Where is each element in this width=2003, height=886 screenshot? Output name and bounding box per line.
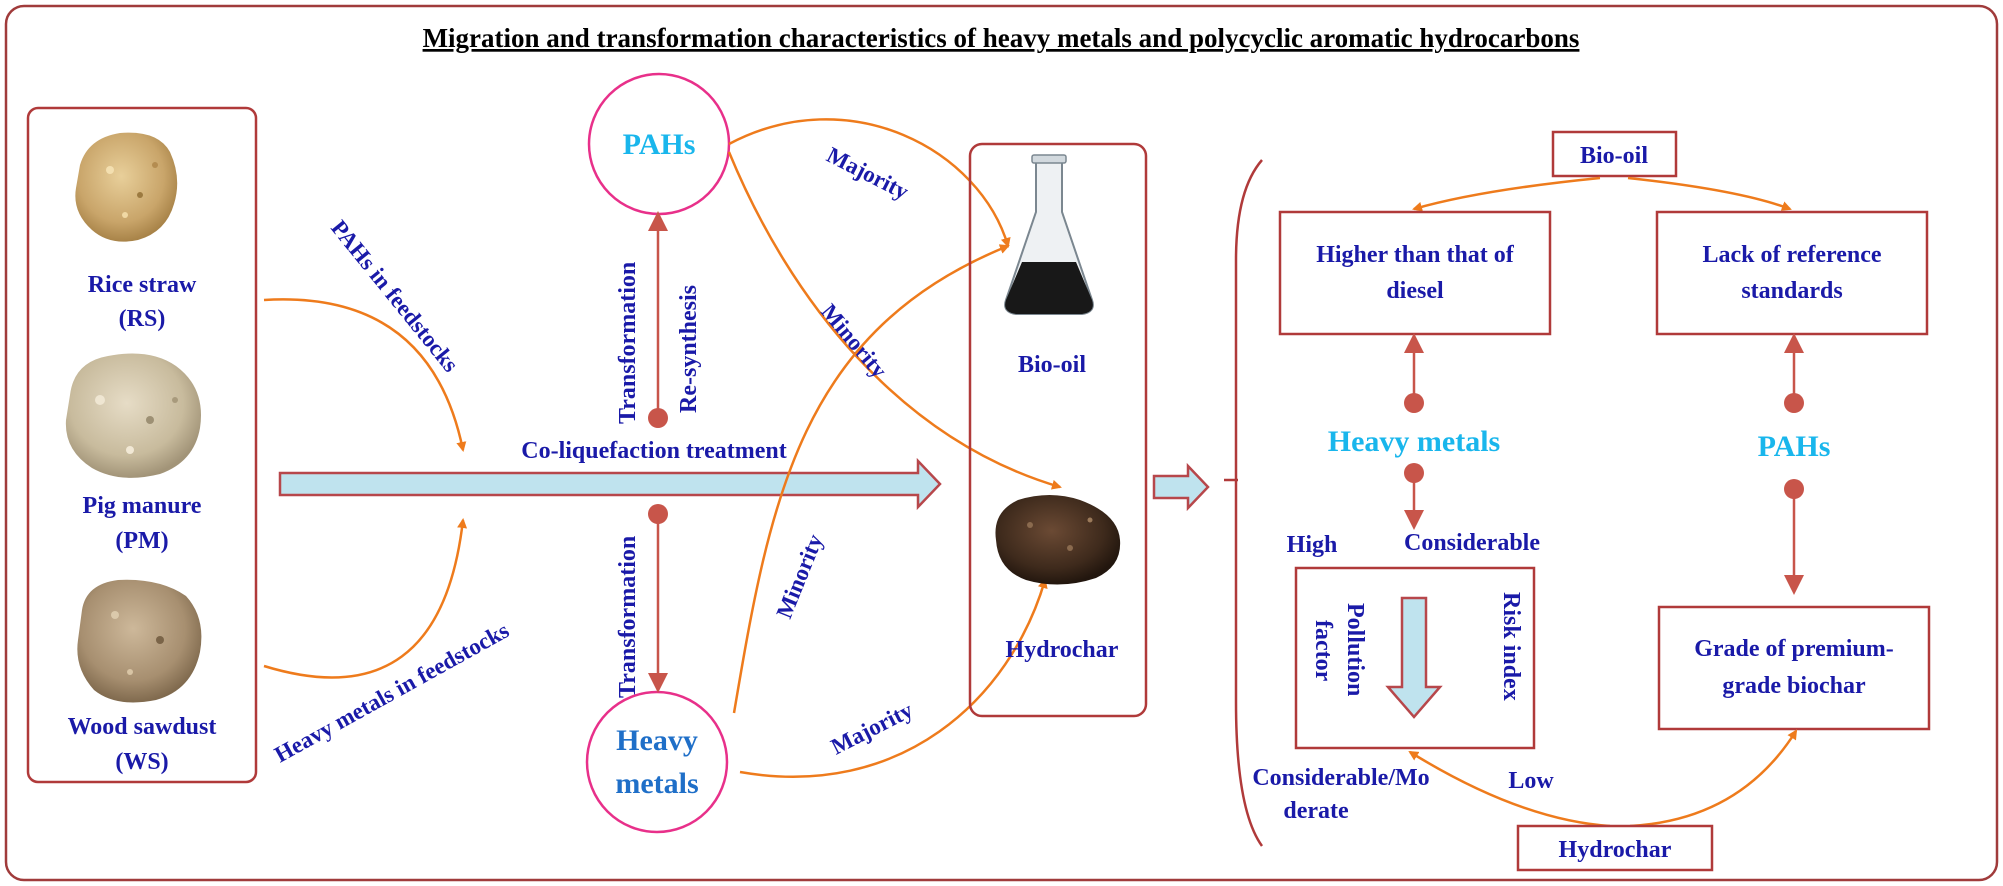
metals-feed-arrow — [263, 518, 468, 679]
low-label: Low — [1508, 768, 1554, 794]
heavy-metals-eval-label: Heavy metals — [1328, 425, 1500, 458]
grade-biochar-box — [1657, 605, 1931, 731]
pahs-majority-label: Majority — [823, 142, 913, 205]
wood-sawdust-abbr: (WS) — [115, 749, 168, 775]
metals-majority-arrow — [739, 578, 1048, 778]
risk-index-label: Risk index — [1498, 592, 1524, 701]
bio-oil-box — [1551, 130, 1678, 178]
rice-straw-abbr: (RS) — [119, 306, 166, 332]
lack-of-reference-line2: standards — [1741, 278, 1842, 304]
heavy-metals-node-label-2: metals — [615, 767, 698, 800]
risk-block-arrow — [1385, 596, 1443, 719]
metals-majority-label: Majority — [827, 697, 917, 760]
hydrochar-product-label: Hydrochar — [1006, 637, 1119, 663]
wood-sawdust-image — [77, 579, 202, 703]
heavy-metals-in-feedstocks-label: Heavy metals in feedstocks — [270, 618, 513, 768]
higher-than-diesel-line2: diesel — [1386, 278, 1444, 304]
bio-oil-right-arrow — [1627, 176, 1792, 211]
feedstock-panel — [26, 106, 258, 784]
bio-oil-left-arrow — [1412, 176, 1601, 212]
resynthesis-label: Re-synthesis — [676, 285, 702, 413]
evaluation-bracket — [1234, 159, 1264, 847]
metals-minority-label: Minority — [771, 530, 827, 622]
hydrochar-box-label: Hydrochar — [1559, 837, 1672, 863]
rice-straw-label: Rice straw — [88, 272, 197, 298]
pig-manure-label: Pig manure — [83, 493, 202, 519]
pahs-majority-arrow — [728, 118, 1011, 248]
pollution-factor-line1: Pollution — [1342, 603, 1368, 696]
pahs-up-dot — [1784, 393, 1804, 413]
lack-of-reference-box — [1655, 210, 1929, 336]
pahs-node-label: PAHs — [623, 128, 696, 161]
considerable-moderate-line2: derate — [1283, 798, 1349, 824]
evaluation-arrow — [1152, 462, 1210, 512]
grade-biochar-line1: Grade of premium- — [1694, 636, 1894, 662]
main-flow-arrow — [278, 457, 942, 511]
hydrochar-box — [1516, 824, 1714, 872]
hydrochar-right-arrow — [1629, 729, 1798, 828]
hydrochar-left-arrow — [1408, 750, 1611, 828]
considerable-moderate-line1: Considerable/Mo — [1252, 765, 1429, 791]
lack-of-reference-line1: Lack of reference — [1702, 242, 1881, 268]
rice-straw-image — [75, 132, 178, 242]
products-panel — [968, 142, 1148, 718]
pig-manure-abbr: (PM) — [115, 528, 168, 554]
pahs-in-feedstocks-label: PAHs in feedstocks — [326, 215, 463, 376]
heavy-metals-node — [585, 690, 729, 834]
grade-biochar-line2: grade biochar — [1722, 673, 1866, 699]
hydrochar-image — [995, 495, 1121, 585]
bio-oil-product-label: Bio-oil — [1018, 352, 1086, 378]
metals-minority-arrow — [732, 244, 1010, 714]
transformation-up-label: Transformation — [615, 262, 641, 424]
metals-down-dot — [1404, 463, 1424, 483]
pahs-feed-arrow — [263, 298, 467, 452]
considerable-label: Considerable — [1404, 530, 1540, 556]
transformation-up-dot — [648, 408, 668, 428]
co-liquefaction-label: Co-liquefaction treatment — [521, 438, 787, 464]
outer-frame — [4, 4, 1999, 882]
pollution-factor-line2: factor — [1310, 620, 1336, 682]
flask-image — [1004, 154, 1094, 315]
metals-up-dot — [1404, 393, 1424, 413]
pig-manure-image — [65, 353, 201, 478]
higher-than-diesel-line1: Higher than that of — [1316, 242, 1515, 268]
transformation-down-label: Transformation — [615, 536, 641, 698]
pahs-down-dot — [1784, 479, 1804, 499]
wood-sawdust-label: Wood sawdust — [68, 714, 217, 740]
bio-oil-box-label: Bio-oil — [1580, 143, 1648, 169]
diagram-title: Migration and transformation characteris… — [423, 23, 1580, 53]
pahs-eval-label: PAHs — [1758, 430, 1831, 463]
pahs-minority-label: Minority — [816, 299, 892, 383]
heavy-metals-node-label-1: Heavy — [616, 724, 698, 757]
pahs-minority-arrow — [727, 151, 1062, 490]
transformation-down-dot — [648, 504, 668, 524]
high-label: High — [1287, 532, 1338, 558]
higher-than-diesel-box — [1278, 210, 1552, 336]
